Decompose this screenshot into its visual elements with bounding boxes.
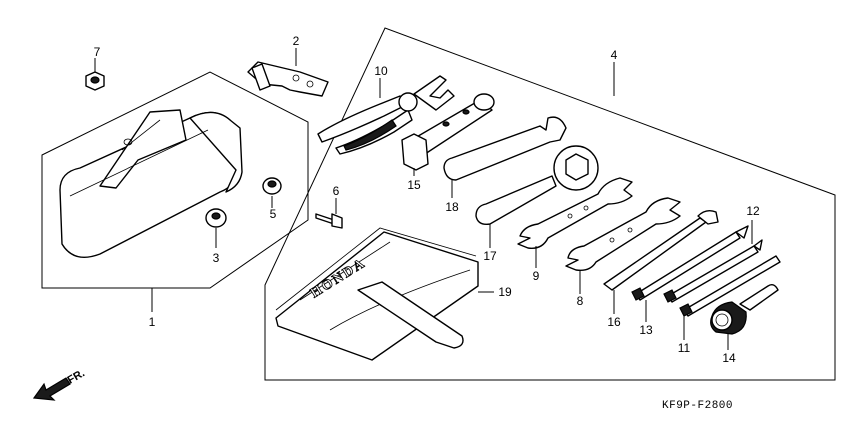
- front-arrow-icon: [32, 377, 71, 401]
- callout-1: 1: [149, 315, 156, 329]
- callout-19: 19: [498, 285, 512, 299]
- callout-11: 11: [678, 341, 691, 355]
- screwdriver-bit-part-13: [631, 225, 749, 301]
- pliers-part-10: [317, 75, 455, 155]
- callout-6: 6: [333, 184, 340, 198]
- callout-7: 7: [94, 45, 101, 59]
- grommet-part-5: [262, 177, 282, 195]
- callout-12: 12: [746, 204, 760, 218]
- box-wrench-part-15: [401, 93, 495, 171]
- drawing-code: KF9P-F2800: [662, 400, 733, 412]
- screwdriver-bit-part-11: [679, 255, 781, 317]
- callout-labels: 1 2 3 4 5 6 7 8 9 10 11 12 13 14 15 16 1…: [94, 34, 760, 365]
- direction-label: FR.: [66, 367, 87, 386]
- extension-bar-part-16: [603, 209, 719, 291]
- tool-pouch-part-19: HONDA: [275, 227, 479, 361]
- pin-spanner-part-18: [443, 116, 567, 181]
- callout-15: 15: [407, 178, 421, 192]
- open-wrench-part-8: [565, 197, 681, 272]
- screw-part-6: [315, 213, 343, 229]
- tool-bag-part-1: [59, 109, 243, 258]
- screwdriver-bit-part-12: [663, 239, 763, 303]
- callout-13: 13: [639, 323, 653, 337]
- callout-16: 16: [607, 315, 621, 329]
- socket-spanner-part-17: [475, 145, 599, 226]
- callout-10: 10: [374, 64, 388, 78]
- callout-8: 8: [577, 294, 584, 308]
- callout-3: 3: [213, 251, 220, 265]
- callout-2: 2: [293, 34, 300, 48]
- callout-17: 17: [483, 249, 497, 263]
- front-direction-indicator: FR.: [32, 367, 87, 401]
- screwdriver-handle-part-14: [710, 283, 779, 335]
- leader-lines: [94, 48, 753, 350]
- nut-part-7: [85, 71, 105, 91]
- callout-9: 9: [533, 269, 540, 283]
- tool-kit-group-outline: [264, 27, 836, 381]
- callout-5: 5: [270, 207, 277, 221]
- callout-4: 4: [611, 48, 618, 62]
- callout-18: 18: [445, 200, 459, 214]
- bracket-part-2: [247, 61, 329, 97]
- grommet-part-3: [205, 208, 227, 228]
- callout-14: 14: [722, 351, 736, 365]
- open-wrench-part-9: [517, 177, 633, 249]
- tool-bag-group-outline: [41, 71, 309, 289]
